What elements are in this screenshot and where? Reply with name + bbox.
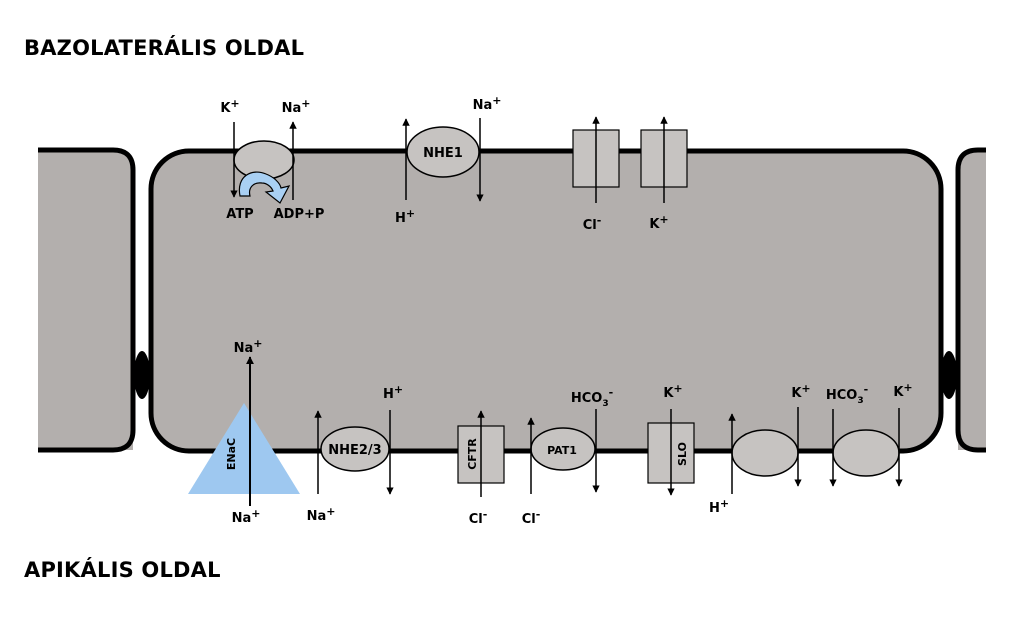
cftr-label: CFTR [466,438,479,470]
svg-text:H+: H+ [395,207,415,226]
basolateral-cl-channel: Cl- [572,116,620,233]
svg-text:Na+: Na+ [282,97,311,116]
svg-text:HCO3-: HCO3- [826,383,868,406]
svg-text:K+: K+ [893,381,912,400]
apical-hco3-k-exchanger: HCO3- K+ [826,381,913,487]
svg-text:H+: H+ [383,383,403,402]
nhe2-3-exchanger: NHE2/3 H+ Na+ [307,383,403,524]
pat1-exchanger: PAT1 HCO3- Cl- [522,386,613,527]
atp-curved-arrow [238,171,291,204]
svg-text:Cl-: Cl- [583,214,602,233]
svg-text:K+: K+ [791,382,810,401]
apical-side-title: APIKÁLIS OLDAL [24,558,221,582]
apical-k-h-exchanger: K+ H+ [709,382,811,516]
atp-label: ATP [226,207,253,222]
svg-text:Cl-: Cl- [522,508,541,527]
enac-label: ENaC [225,438,238,470]
svg-text:Na+: Na+ [232,507,261,526]
svg-text:K+: K+ [649,213,668,232]
svg-text:PAT1: PAT1 [547,444,577,457]
main-epithelial-cell [148,148,944,454]
svg-text:NHE2/3: NHE2/3 [328,443,381,458]
svg-text:HCO3-: HCO3- [571,386,613,409]
basolateral-k-channel: K+ [640,116,688,232]
enac-channel: Na+ Na+ ENaC [188,337,300,526]
svg-text:Cl-: Cl- [469,508,488,527]
tight-junction-left [134,351,150,399]
cftr-channel: CFTR Cl- [457,410,505,527]
svg-text:K+: K+ [220,97,239,116]
right-neighbour-cell [958,150,986,450]
svg-text:Na+: Na+ [307,505,336,524]
svg-text:Na+: Na+ [234,337,263,356]
basolateral-side-title: BAZOLATERÁLIS OLDAL [24,36,305,60]
nhe1-exchanger: NHE1 Na+ H+ [395,94,501,226]
slo-channel: SLO K+ [647,382,695,496]
left-neighbour-cell [38,150,133,450]
adp-label: ADP+P [274,207,325,222]
svg-text:K+: K+ [663,382,682,401]
tight-junction-right [941,351,957,399]
svg-text:NHE1: NHE1 [423,146,463,161]
svg-text:H+: H+ [709,497,729,516]
slo-label: SLO [676,442,689,466]
svg-text:Na+: Na+ [473,94,502,113]
na-k-atpase-pump: - K+ Na+ ATP ADP+P [220,97,324,222]
